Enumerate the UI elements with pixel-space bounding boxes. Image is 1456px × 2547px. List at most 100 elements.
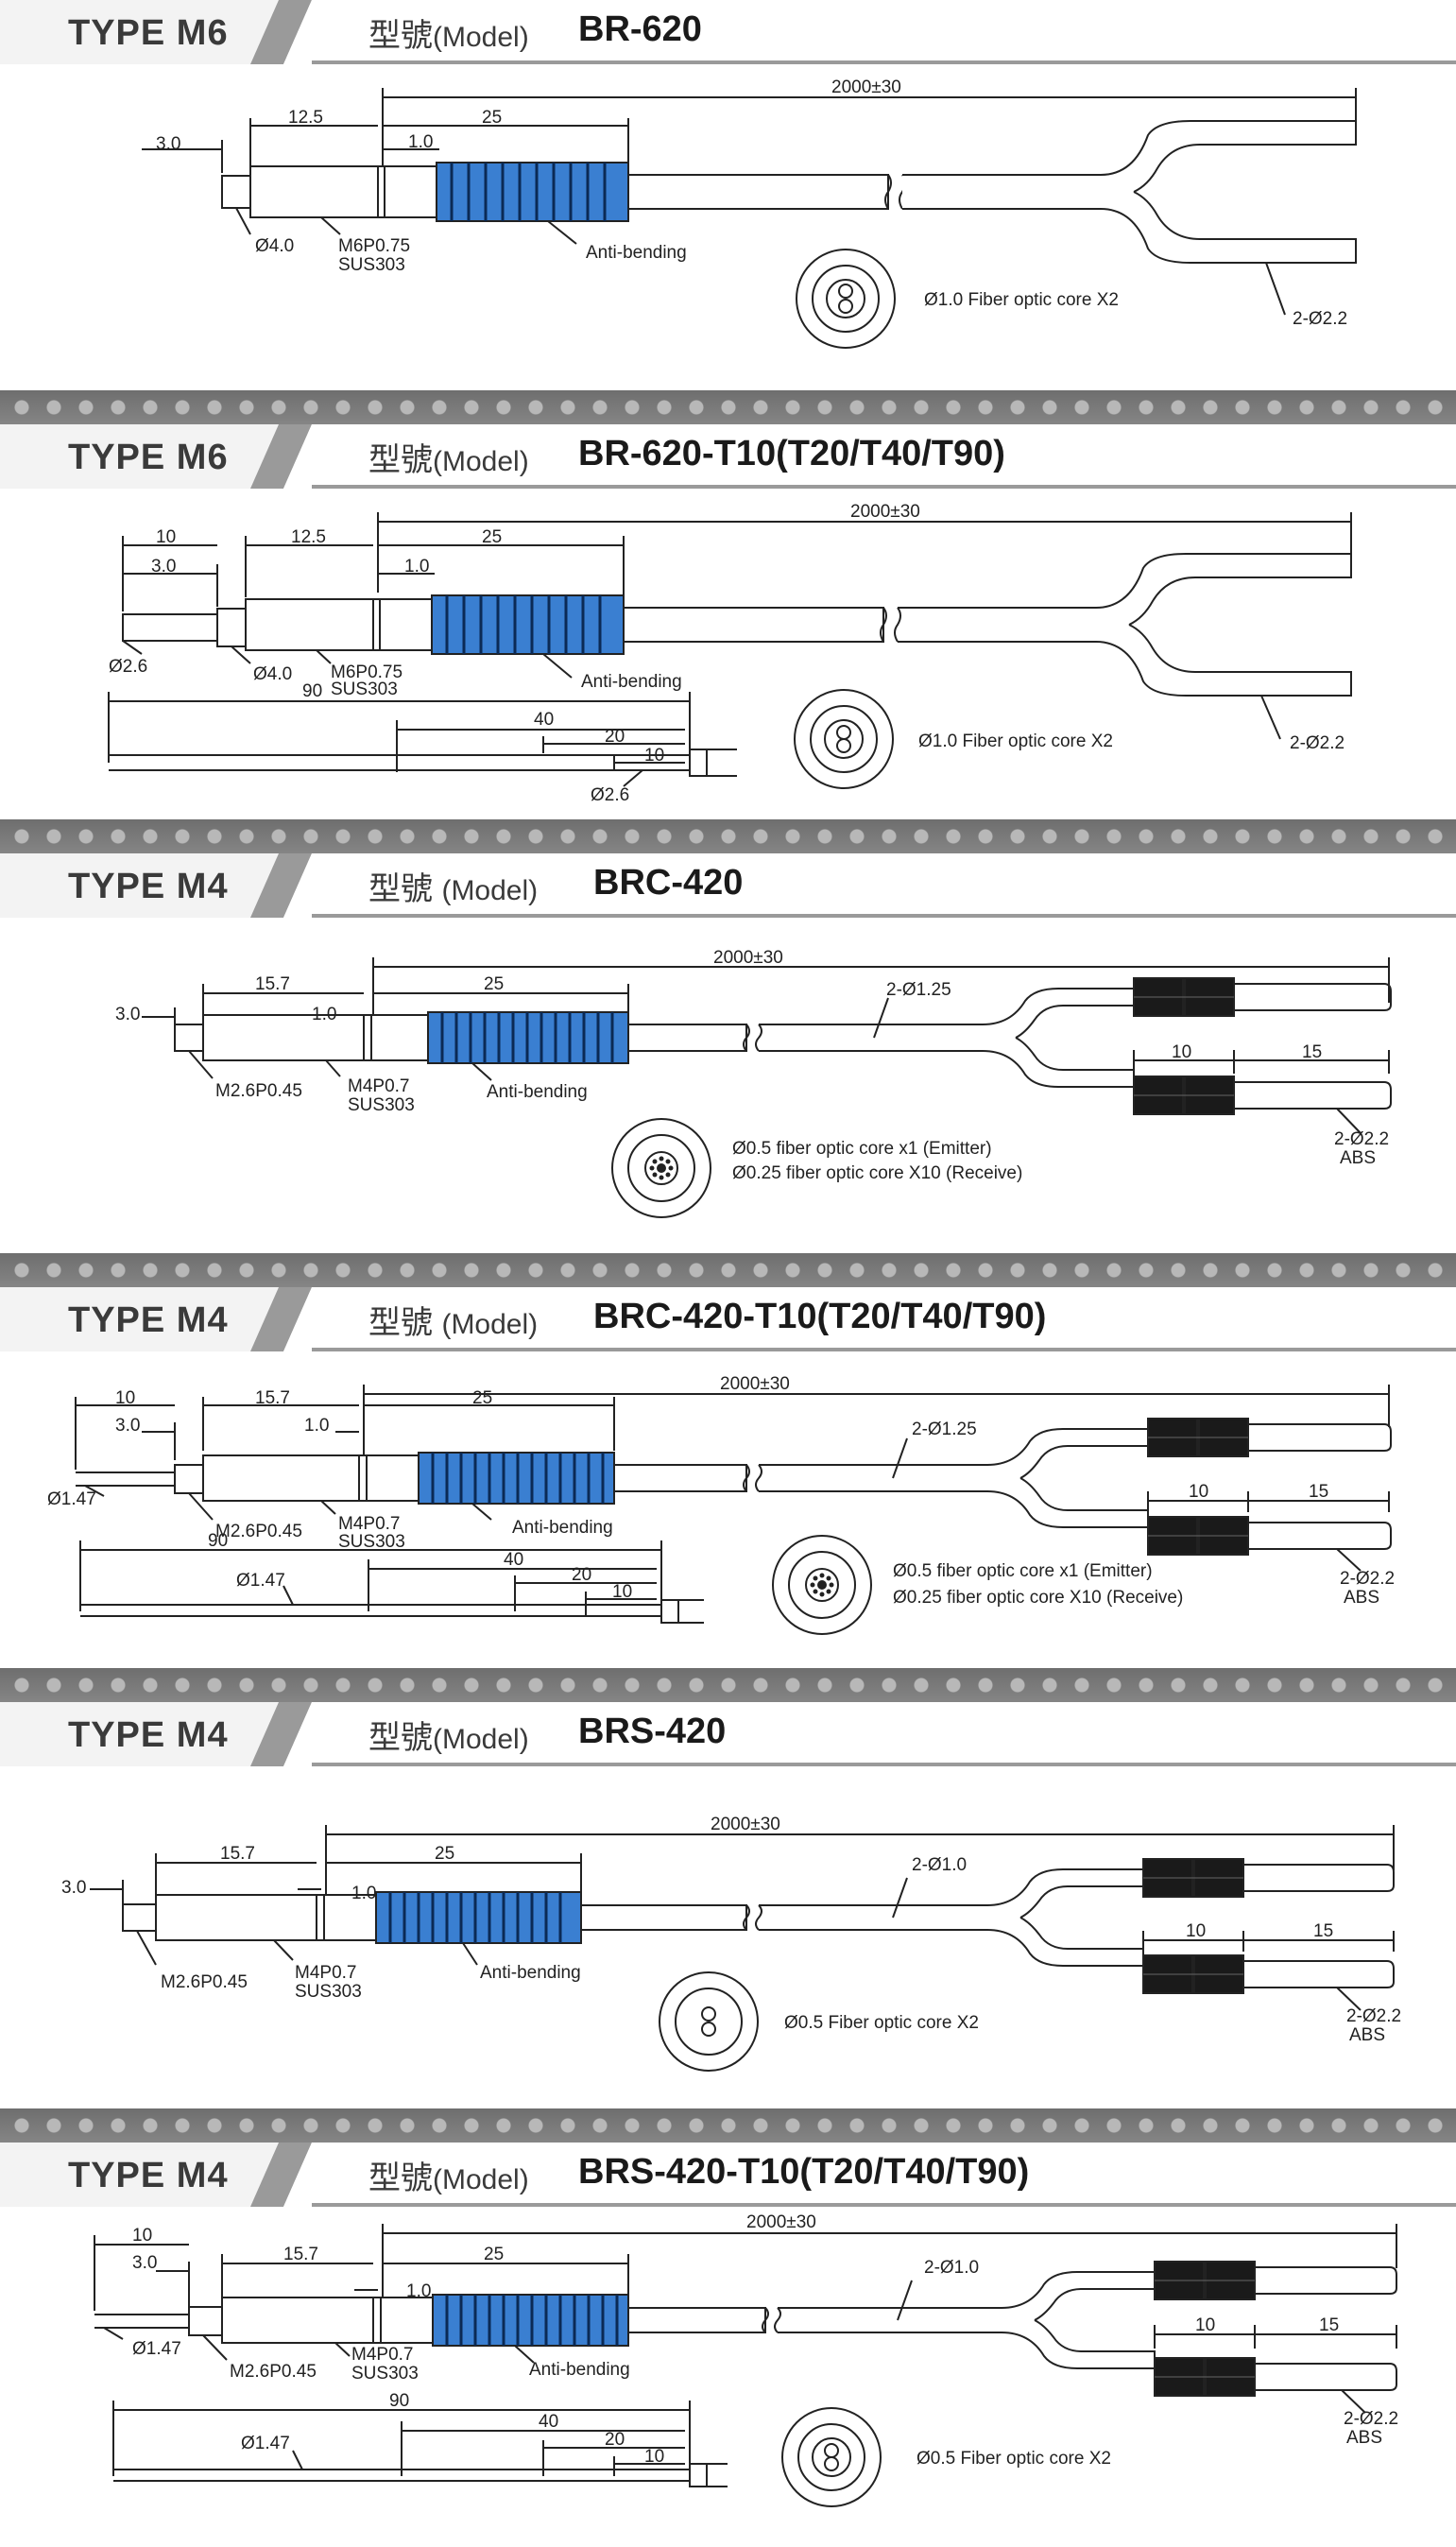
dim-15-7: 15.7 [255,1388,290,1408]
dim-15-7: 15.7 [283,2245,318,2264]
probe-dim-90: 90 [389,2391,409,2411]
model-word: (Model) [441,875,539,906]
fiber-dia: 2-Ø1.0 [912,1855,967,1875]
core-spec: Ø0.5 Fiber optic core X2 [784,2013,979,2033]
type-label: TYPE M6 [68,438,229,477]
length-dim: 2000±30 [720,1374,790,1394]
conn-dim-15: 15 [1319,2315,1339,2335]
dim-25: 25 [484,974,504,994]
header-background [0,1287,1456,1351]
model-prefix: 型號 [368,442,433,478]
tip-dia: Ø4.0 [253,664,292,684]
material-spec: SUS303 [331,680,398,699]
type-label: TYPE M4 [68,2156,229,2195]
technical-drawing [142,957,1392,1218]
dim-3-0: 3.0 [132,2253,157,2273]
model-label: 型號 (Model) [368,1297,538,1343]
anti-bending-label: Anti-bending [512,1518,613,1538]
length-dim: 2000±30 [713,948,783,968]
dim-12-5: 12.5 [291,527,326,547]
technical-drawing [108,512,1352,789]
type-label: TYPE M4 [68,1300,229,1340]
probe-dim-20: 20 [572,1565,591,1585]
model-name: BRS-420-T10(T20/T40/T90) [578,2152,1030,2192]
model-word: (Model) [433,22,529,53]
material-spec: SUS303 [338,1532,405,1552]
thread-spec: M4P0.7 [295,1963,356,1983]
conn-dim-15: 15 [1313,1921,1333,1941]
core-spec-emitter: Ø0.5 fiber optic core x1 (Emitter) [893,1561,1153,1581]
thread-spec: M4P0.7 [348,1076,409,1096]
length-dim: 2000±30 [850,502,920,522]
model-word: (Model) [433,2164,529,2195]
model-name: BRC-420-T10(T20/T40/T90) [593,1297,1047,1336]
length-dim: 2000±30 [711,1815,780,1834]
dim-1-0: 1.0 [406,2281,431,2301]
core-spec: Ø1.0 Fiber optic core X2 [918,731,1113,751]
dim-1-0: 1.0 [404,557,429,577]
tip-thread: M2.6P0.45 [161,1972,248,1992]
conn-dim-10: 10 [1186,1921,1206,1941]
anti-bending-label: Anti-bending [529,2360,630,2380]
model-label: 型號(Model) [368,1712,529,1758]
drawing-labels: 2000±30 10 3.0 15.7 1.0 25 Ø1.47 M2.6P0.… [47,1374,1395,1608]
abs-material: ABS [1340,1148,1376,1168]
model-prefix: 型號 [368,1720,433,1756]
type-label: TYPE M4 [68,1715,229,1755]
dim-25: 25 [482,108,502,128]
model-prefix: 型號 [368,871,433,907]
thread-spec: M6P0.75 [338,236,410,256]
material-spec: SUS303 [295,1982,362,2002]
model-prefix: 型號 [368,18,433,54]
section-header: TYPE M4 型號(Model) BRS-420 [0,1702,1456,1766]
dim-1-0: 1.0 [312,1005,336,1024]
conn-dim-10: 10 [1189,1482,1208,1502]
dim-3-0: 3.0 [61,1878,86,1898]
outer-dia: 2-Ø2.2 [1293,309,1347,329]
fiber-dia: 2-Ø1.25 [886,980,951,1000]
abs-material: ABS [1349,2025,1385,2045]
probe-dim-40: 40 [504,1550,523,1570]
model-prefix: 型號 [368,2160,433,2196]
dim-1-0: 1.0 [408,132,433,152]
core-spec-receive: Ø0.25 fiber optic core X10 (Receive) [893,1588,1183,1608]
drawing-labels: 2000±30 10 3.0 15.7 1.0 25 Ø1.47 M2.6P0.… [132,2212,1398,2469]
divider-strip [0,390,1456,424]
core-spec: Ø0.5 Fiber optic core X2 [916,2449,1111,2469]
outer-dia: 2-Ø2.2 [1346,2006,1401,2026]
header-background [0,0,1456,64]
header-background [0,853,1456,918]
section-header: TYPE M4 型號 (Model) BRC-420-T10(T20/T40/T… [0,1287,1456,1351]
drawing-labels: 2000±30 3.0 15.7 1.0 25 M2.6P0.45 M4P0.7… [61,1815,1401,2045]
probe-dim-90: 90 [208,1531,228,1551]
dim-10: 10 [156,527,176,547]
probe-dia: Ø1.47 [241,2434,290,2453]
anti-bending-label: Anti-bending [487,1082,588,1102]
drawing-labels: 2000±30 10 3.0 12.5 25 1.0 Ø2.6 Ø4.0 M6P… [109,502,1345,805]
divider-strip [0,819,1456,853]
probe-dim-20: 20 [605,2430,625,2450]
material-spec: SUS303 [348,1095,415,1115]
dim-3-0: 3.0 [156,134,180,154]
dim-10: 10 [115,1388,135,1408]
tip-dia: Ø4.0 [255,236,294,256]
model-word: (Model) [441,1309,539,1340]
model-name: BR-620 [578,9,702,49]
drawing-area: 2000±30 10 3.0 15.7 1.0 25 Ø1.47 M2.6P0.… [0,1351,1456,1668]
technical-drawing [94,2224,1397,2507]
model-label: 型號(Model) [368,9,529,56]
probe-dim-10: 10 [612,1582,632,1602]
dim-3-0: 3.0 [151,557,176,577]
material-spec: SUS303 [338,255,405,275]
anti-bending-label: Anti-bending [586,243,687,263]
thread-spec: M4P0.7 [338,1514,400,1534]
divider-strip [0,1253,1456,1287]
outer-dia: 2-Ø2.2 [1340,1569,1395,1589]
type-label: TYPE M4 [68,867,229,906]
dim-25: 25 [484,2245,504,2264]
length-dim: 2000±30 [831,77,901,97]
model-label: 型號 (Model) [368,863,538,909]
outer-dia: 2-Ø2.2 [1334,1129,1389,1149]
technical-drawing [75,1385,1392,1635]
